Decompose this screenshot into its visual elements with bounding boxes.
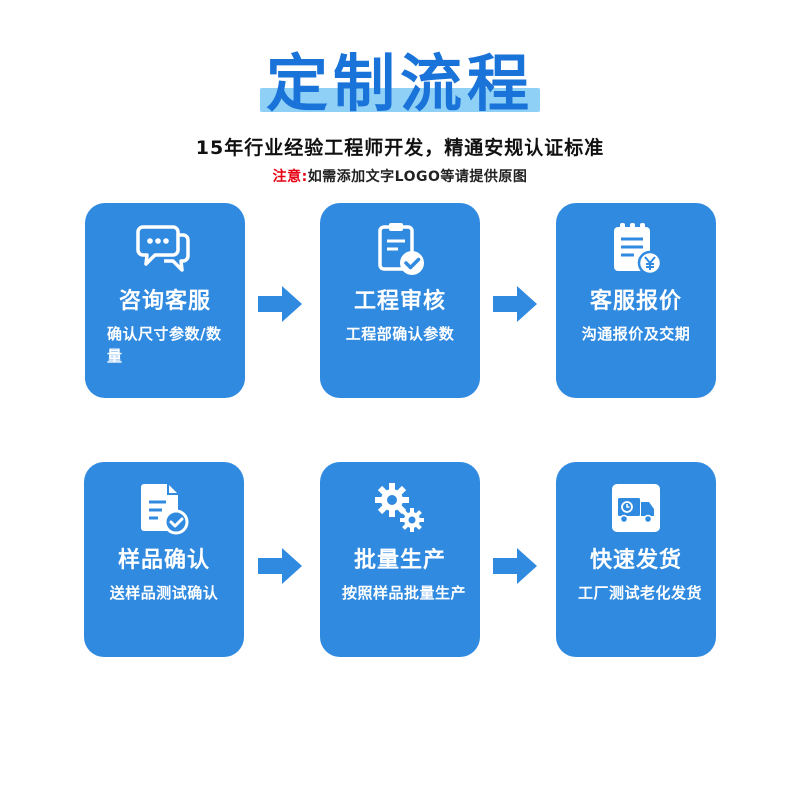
chat-bubbles-icon	[135, 219, 195, 279]
page-title: 定制流程	[265, 47, 534, 120]
arrow-right-icon	[493, 548, 537, 584]
document-check-icon	[134, 478, 194, 538]
arrow-right-icon	[493, 286, 537, 322]
step-desc: 沟通报价及交期	[581, 325, 691, 343]
title-highlight-bar	[259, 88, 540, 112]
title-wrap: 定制流程	[0, 44, 800, 124]
invoice-yen-icon	[606, 219, 666, 279]
step-desc: 送样品测试确认	[109, 584, 219, 602]
step-card-sample: 样品确认 送样品测试确认	[84, 462, 244, 657]
page-title-box: 定制流程	[259, 44, 540, 124]
step-desc: 工程部确认参数	[345, 325, 455, 343]
step-desc: 确认尺寸参数/数量	[107, 325, 222, 365]
note-text: 如需添加文字LOGO等请提供原图	[307, 169, 528, 185]
step-name: 批量生产	[353, 548, 446, 573]
step-card-production: 批量生产 按照样品批量生产	[320, 462, 480, 657]
step-name: 工程审核	[353, 289, 446, 314]
step-name: 快速发货	[589, 548, 682, 573]
delivery-truck-icon	[606, 478, 666, 538]
step-card-quote: 客服报价 沟通报价及交期	[556, 203, 716, 398]
step-name: 样品确认	[117, 548, 210, 573]
step-name: 客服报价	[589, 289, 682, 314]
step-desc: 工厂测试老化发货	[578, 584, 703, 602]
clipboard-check-icon	[370, 219, 430, 279]
arrow-right-icon	[258, 548, 302, 584]
step-card-review: 工程审核 工程部确认参数	[320, 203, 480, 398]
note-prefix: 注意:	[272, 169, 308, 185]
subtitle: 15年行业经验工程师开发，精通安规认证标准	[195, 137, 605, 159]
note: 注意:如需添加文字LOGO等请提供原图	[0, 166, 800, 186]
gears-icon	[370, 478, 430, 538]
step-desc: 按照样品批量生产	[342, 584, 467, 602]
step-card-consult: 咨询客服 确认尺寸参数/数量	[85, 203, 245, 398]
step-name: 咨询客服	[118, 289, 211, 314]
step-card-shipping: 快速发货 工厂测试老化发货	[556, 462, 716, 657]
arrow-right-icon	[258, 286, 302, 322]
